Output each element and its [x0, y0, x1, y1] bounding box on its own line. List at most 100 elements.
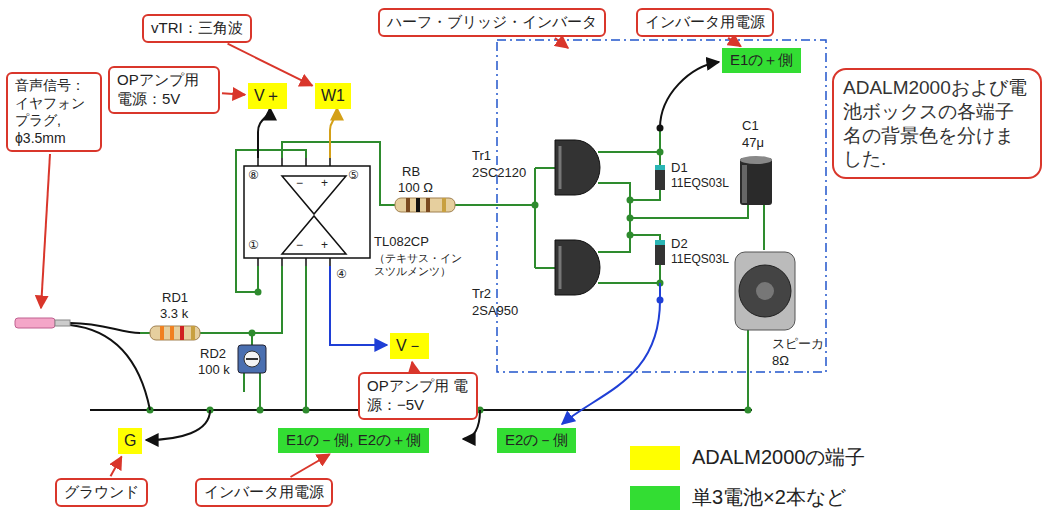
- junction-dots-part: [657, 149, 664, 156]
- resistor-symbol-part: [150, 326, 200, 340]
- node-text: E1の＋側: [730, 51, 793, 70]
- part-label: C1: [742, 118, 759, 134]
- part-value: 11EQS03L: [671, 176, 729, 190]
- part-label: RD2: [200, 346, 226, 362]
- part-label: Tr1: [472, 148, 491, 164]
- pin-number: ①: [248, 238, 259, 252]
- part-label: D2: [671, 236, 688, 252]
- junction-dots-part: [303, 407, 310, 414]
- opamp-chip-part: [244, 166, 370, 258]
- part-note: （テキサス・インスツルメンツ）: [374, 252, 462, 278]
- node-text: OPアンプ用 電源：−5V: [367, 377, 469, 415]
- legend-text: ADALM2000の端子: [692, 445, 865, 469]
- opamp-chip-part: [282, 176, 346, 214]
- terminal-wires-part: [562, 283, 660, 424]
- audio-plug: [15, 318, 150, 410]
- resistor-symbol-part: [426, 198, 430, 212]
- trimmer-symbol-part: [244, 351, 260, 367]
- callout-leader-part: [41, 154, 50, 308]
- capacitor-symbol-part: [742, 165, 747, 203]
- transistor-symbol-part: [559, 246, 562, 289]
- callout-arrow: [228, 44, 313, 86]
- part-value: 100 k: [198, 362, 230, 378]
- note-box: ADALM2000および電池ボックスの各端子名の背景色を分けました.: [832, 68, 1042, 179]
- pin-number: ④: [336, 267, 347, 281]
- diode-symbol-part: [655, 240, 665, 265]
- green-wires-part: [455, 204, 535, 206]
- diode-symbol-part: [655, 165, 665, 170]
- resistor-symbol: [395, 198, 455, 212]
- node-text: 音声信号： イヤフォン プラグ, ϕ3.5mm: [15, 77, 93, 147]
- green-wires-part: [598, 183, 630, 252]
- callout-arrow: [412, 362, 413, 370]
- opamp-input-sign: −: [296, 238, 303, 252]
- node-text: vTRI：三角波: [151, 19, 243, 38]
- audio-plug-part: [55, 320, 70, 326]
- callout-box: OPアンプ用 電源：−5V: [358, 372, 478, 420]
- node-text: E1の－側, E2の＋側: [286, 431, 421, 450]
- terminal-box: W1: [315, 83, 351, 109]
- transistor-symbol-part: [555, 140, 600, 195]
- part-label: TL082CP: [374, 234, 429, 250]
- capacitor-symbol-part: [740, 158, 772, 205]
- transistor-symbol: [555, 140, 600, 295]
- resistor-symbol-part: [442, 198, 446, 212]
- green-wires-part: [534, 168, 536, 268]
- node-text: E2の－側: [505, 431, 568, 450]
- node-text: W1: [321, 86, 345, 106]
- callout-arrow: [222, 93, 245, 94]
- speaker-symbol-part: [756, 282, 774, 300]
- opamp-chip-part: [258, 158, 330, 266]
- inverter-region-part: [497, 40, 826, 372]
- opamp-input-sign: +: [321, 176, 328, 190]
- part-value: 3.3 k: [160, 306, 188, 322]
- junction-dots-part: [257, 407, 264, 414]
- trimmer-symbol: [238, 345, 266, 373]
- green-wires-part: [598, 235, 660, 283]
- transistor-symbol-part: [555, 240, 600, 295]
- resistor-symbol-part: [180, 326, 184, 340]
- callout-box: vTRI：三角波: [142, 14, 252, 43]
- junction-dots-part: [627, 215, 634, 222]
- callout-box: インバータ用電源: [195, 478, 333, 507]
- battery-terminal-box: E1の＋側: [722, 48, 801, 73]
- green-wires-part: [598, 128, 660, 152]
- node-text: V－: [396, 336, 423, 356]
- audio-plug-part: [70, 323, 140, 333]
- part-value: 100 Ω: [398, 180, 433, 196]
- junction-dots-part: [255, 289, 262, 296]
- part-value: 2SC2120: [472, 165, 526, 181]
- resistor-symbol-part: [160, 326, 164, 340]
- terminal-dots: [657, 125, 664, 304]
- terminal-wires-part: [330, 108, 337, 158]
- green-wires-part: [243, 373, 245, 392]
- node-text: ハーフ・ブリッジ・インバータ: [387, 13, 597, 32]
- legend-text: 単3電池×2本など: [692, 485, 846, 509]
- node-text: V＋: [254, 86, 281, 106]
- callout-box: グラウンド: [55, 478, 148, 507]
- resistor-symbol-part: [416, 198, 420, 212]
- part-label: RD1: [162, 290, 188, 306]
- terminal-box: V＋: [248, 83, 287, 109]
- callout-arrow: [290, 454, 329, 477]
- node-text: インバータ用電源: [645, 13, 765, 32]
- legend-swatch: [630, 486, 680, 510]
- green-wires-part: [747, 330, 749, 410]
- node-text: G: [124, 431, 136, 451]
- node-text: ADALM2000および電池ボックスの各端子名の背景色を分けました.: [843, 76, 1031, 171]
- part-label: Tr2: [472, 286, 491, 302]
- node-text: OPアンプ用 電源：5V: [117, 71, 211, 109]
- part-value: 11EQS03L: [671, 252, 729, 266]
- callout-box: インバータ用電源: [636, 8, 774, 37]
- opamp-input-sign: −: [296, 176, 303, 190]
- junction-dots-part: [627, 197, 634, 204]
- terminal-wires-part: [330, 266, 387, 345]
- part-label: D1: [671, 160, 688, 176]
- trimmer-symbol-part: [246, 358, 258, 360]
- battery-terminal-box: E1の－側, E2の＋側: [278, 428, 429, 453]
- diode-symbol-part: [655, 240, 665, 245]
- part-label: RB: [402, 164, 420, 180]
- junction-dots-part: [627, 232, 634, 239]
- speaker-symbol: [735, 252, 795, 330]
- callout-box: OPアンプ用 電源：5V: [108, 66, 220, 114]
